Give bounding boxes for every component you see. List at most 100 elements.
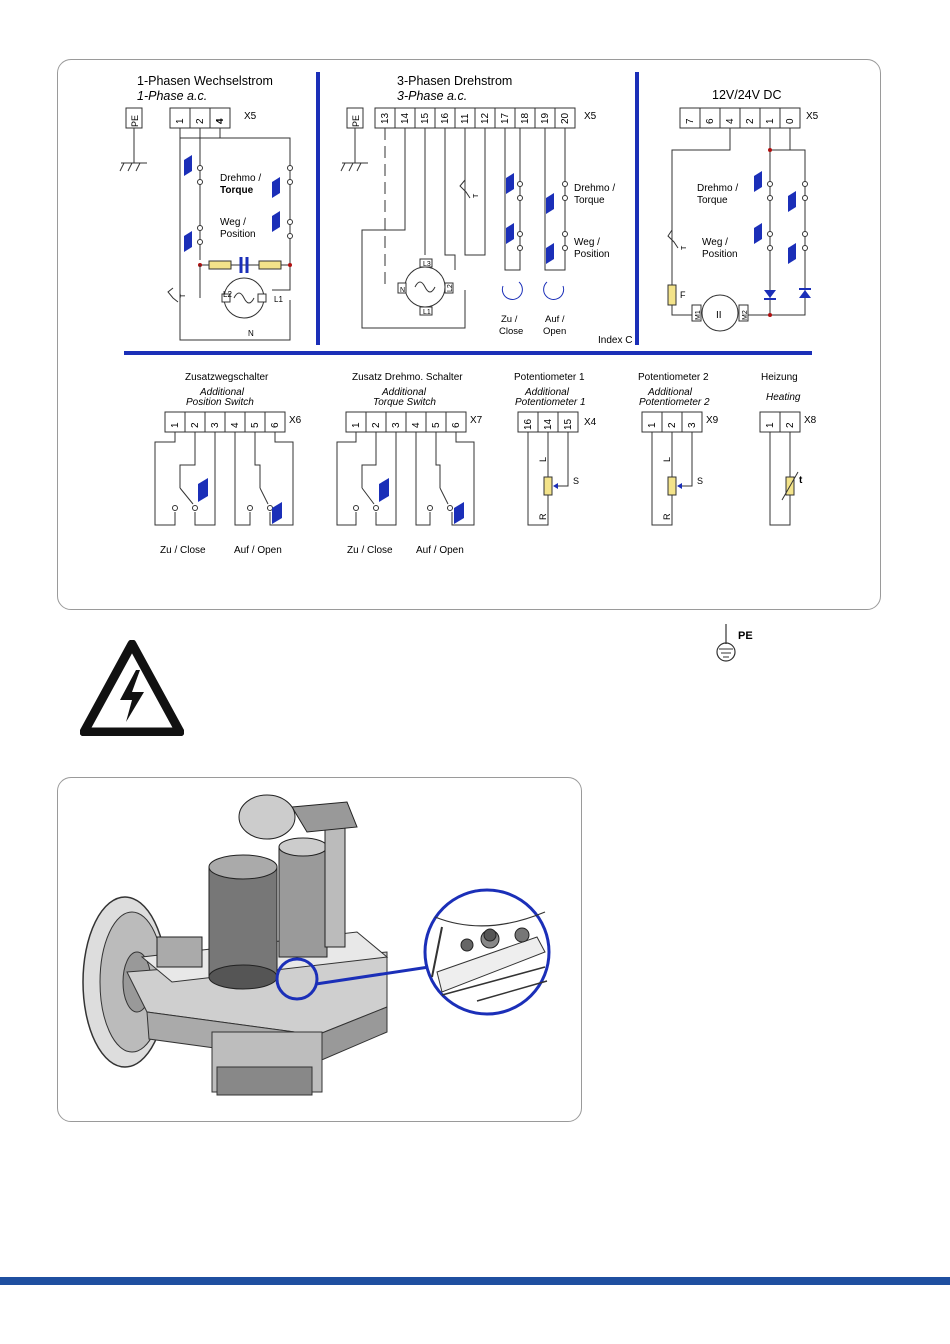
svg-text:L1: L1 xyxy=(274,295,283,304)
svg-text:1: 1 xyxy=(765,118,776,124)
sec1-x5: X5 xyxy=(244,111,257,122)
svg-text:1: 1 xyxy=(647,422,658,428)
svg-text:15: 15 xyxy=(563,418,574,430)
svg-text:Drehmo /: Drehmo / xyxy=(220,173,261,184)
svg-text:Additional: Additional xyxy=(647,387,693,398)
svg-text:Position: Position xyxy=(702,249,738,260)
svg-text:X5: X5 xyxy=(806,111,819,122)
svg-text:2: 2 xyxy=(195,118,206,124)
svg-text:19: 19 xyxy=(540,112,551,124)
svg-text:X7: X7 xyxy=(470,415,483,426)
svg-text:M1: M1 xyxy=(695,310,702,320)
svg-text:3: 3 xyxy=(391,422,402,428)
svg-text:16: 16 xyxy=(523,418,534,430)
svg-text:Close: Close xyxy=(499,326,523,337)
wiring-diagram: 1-Phasen Wechselstrom 1-Phase a.c. PE 1 … xyxy=(119,72,819,556)
svg-text:6: 6 xyxy=(451,422,462,428)
sec1-pe: PE xyxy=(130,115,140,127)
svg-text:t: t xyxy=(799,475,803,486)
svg-text:6: 6 xyxy=(705,118,716,124)
svg-text:2: 2 xyxy=(371,422,382,428)
svg-text:R: R xyxy=(662,513,672,520)
svg-text:Zu /: Zu / xyxy=(501,314,518,325)
svg-text:Potentiometer 2: Potentiometer 2 xyxy=(639,397,710,408)
svg-text:Drehmo /: Drehmo / xyxy=(697,183,738,194)
svg-text:11: 11 xyxy=(460,113,471,124)
pe-label: PE xyxy=(738,630,753,642)
svg-text:L: L xyxy=(538,457,548,462)
svg-text:Index C: Index C xyxy=(598,335,632,346)
svg-text:Additional: Additional xyxy=(524,387,570,398)
svg-text:Potentiometer 1: Potentiometer 1 xyxy=(515,397,586,408)
svg-text:2: 2 xyxy=(785,422,796,428)
svg-text:Potentiometer 2: Potentiometer 2 xyxy=(638,372,709,383)
svg-text:Zu / Close: Zu / Close xyxy=(347,545,393,556)
wiring-diagram-frame xyxy=(57,59,881,610)
section-potentiometer-1: Potentiometer 1 Additional Potentiometer… xyxy=(514,372,597,526)
svg-text:X8: X8 xyxy=(804,415,817,426)
svg-text:1: 1 xyxy=(170,422,181,428)
svg-text:18: 18 xyxy=(520,112,531,124)
svg-text:Auf /: Auf / xyxy=(545,314,565,325)
svg-text:1: 1 xyxy=(351,422,362,428)
svg-text:3-Phasen Drehstrom: 3-Phasen Drehstrom xyxy=(397,74,512,88)
svg-text:14: 14 xyxy=(400,112,411,124)
svg-text:L: L xyxy=(662,457,672,462)
svg-text:4: 4 xyxy=(725,118,736,124)
footer-bar xyxy=(0,1277,950,1285)
section-1-phase: 1-Phasen Wechselstrom 1-Phase a.c. PE 1 … xyxy=(119,74,293,341)
svg-text:12V/24V DC: 12V/24V DC xyxy=(712,88,781,102)
svg-text:S: S xyxy=(697,476,703,486)
section-additional-torque-switch: Zusatz Drehmo. Schalter Additional Torqu… xyxy=(336,372,483,556)
svg-text:X4: X4 xyxy=(584,417,597,428)
svg-text:Auf / Open: Auf / Open xyxy=(416,545,464,556)
svg-text:4: 4 xyxy=(411,422,422,428)
svg-text:3: 3 xyxy=(687,422,698,428)
svg-text:3-Phase a.c.: 3-Phase a.c. xyxy=(397,89,467,103)
svg-text:5: 5 xyxy=(431,422,442,428)
svg-text:T: T xyxy=(473,193,480,198)
warning-high-voltage-icon xyxy=(80,640,184,736)
svg-text:X9: X9 xyxy=(706,415,719,426)
svg-text:17: 17 xyxy=(500,112,511,124)
svg-text:X6: X6 xyxy=(289,415,302,426)
section-heating: Heizung Heating 1 2 X8 t xyxy=(759,372,817,526)
section-additional-position-switch: Zusatzwegschalter Additional Position Sw… xyxy=(154,372,302,556)
sec1-title: 1-Phasen Wechselstrom xyxy=(137,74,273,88)
svg-text:Weg /: Weg / xyxy=(220,217,246,228)
svg-text:Heating: Heating xyxy=(766,392,801,403)
actuator-illustration xyxy=(82,794,551,1096)
svg-text:PE: PE xyxy=(351,115,361,127)
svg-text:N: N xyxy=(248,329,254,338)
svg-text:14: 14 xyxy=(543,418,554,430)
section-dc: 12V/24V DC 7 6 4 2 1 0 X5 F T Drehmo / T… xyxy=(667,88,819,332)
section-potentiometer-2: Potentiometer 2 Additional Potentiometer… xyxy=(638,372,719,526)
svg-text:Weg /: Weg / xyxy=(574,237,600,248)
svg-text:3: 3 xyxy=(210,422,221,428)
sec1-subtitle: 1-Phase a.c. xyxy=(137,89,207,103)
svg-text:2: 2 xyxy=(667,422,678,428)
svg-text:Drehmo /: Drehmo / xyxy=(574,183,615,194)
svg-text:L3: L3 xyxy=(423,261,431,268)
svg-text:Weg /: Weg / xyxy=(702,237,728,248)
svg-text:13: 13 xyxy=(380,112,391,124)
svg-text:1: 1 xyxy=(765,422,776,428)
svg-text:5: 5 xyxy=(250,422,261,428)
section-3-phase: 3-Phasen Drehstrom 3-Phase a.c. PE 13 14… xyxy=(340,74,632,346)
protective-earth-icon: PE xyxy=(716,624,753,662)
svg-text:S: S xyxy=(573,476,579,486)
svg-text:T: T xyxy=(681,245,688,250)
svg-text:Torque: Torque xyxy=(697,195,728,206)
svg-text:2: 2 xyxy=(190,422,201,428)
svg-text:Position: Position xyxy=(574,249,610,260)
svg-text:Zusatzwegschalter: Zusatzwegschalter xyxy=(185,372,269,383)
svg-text:Heizung: Heizung xyxy=(761,372,798,383)
svg-text:7: 7 xyxy=(685,118,696,124)
svg-text:Auf / Open: Auf / Open xyxy=(234,545,282,556)
svg-text:2: 2 xyxy=(745,118,756,124)
svg-text:M2: M2 xyxy=(742,310,749,320)
svg-text:Position: Position xyxy=(220,229,256,240)
svg-text:Zusatz Drehmo. Schalter: Zusatz Drehmo. Schalter xyxy=(352,372,463,383)
svg-text:Zu / Close: Zu / Close xyxy=(160,545,206,556)
svg-text:4: 4 xyxy=(230,422,241,428)
